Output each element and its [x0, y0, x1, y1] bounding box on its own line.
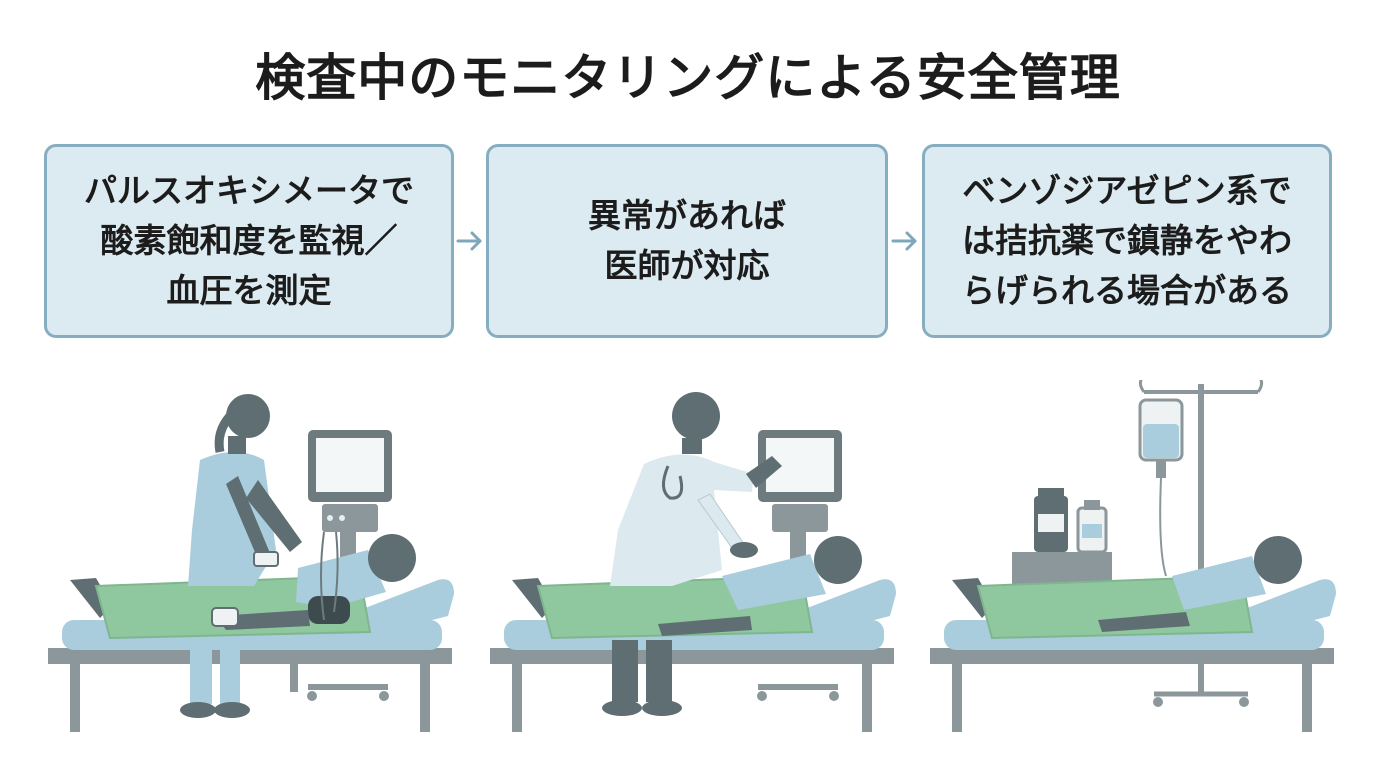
page-title: 検査中のモニタリングによる安全管理 [255, 49, 1121, 107]
iv-drip-patient-icon [930, 380, 1336, 732]
step-text-line: は拮抗薬で鎮静をやわ [962, 221, 1292, 260]
right-arrow-icon [456, 231, 482, 251]
step-box-doctor-response: 異常があれば 医師が対応 [486, 144, 888, 338]
step-text-line: 異常があれば [588, 196, 786, 235]
monitor-icon [308, 430, 392, 572]
iv-stand-icon [1138, 380, 1264, 707]
step-text-line: パルスオキシメータで [84, 171, 414, 210]
step-text-line: らげられる場合がある [962, 271, 1292, 310]
doctor-attending-patient-icon [490, 392, 896, 732]
step-box-monitoring: パルスオキシメータで 酸素飽和度を監視／ 血圧を測定 [44, 144, 454, 338]
step-box-antagonist: ベンゾジアゼピン系で は拮抗薬で鎮静をやわ らげられる場合がある [922, 144, 1332, 338]
step-text-line: 血圧を測定 [166, 271, 332, 310]
step-text-line: ベンゾジアゼピン系で [962, 171, 1292, 210]
nurse-monitoring-patient-icon [48, 394, 454, 732]
medicine-bottle-icon [1012, 488, 1112, 586]
right-arrow-icon [891, 231, 917, 251]
step-text-line: 酸素飽和度を監視／ [100, 221, 398, 260]
step-text-line: 医師が対応 [604, 246, 770, 285]
